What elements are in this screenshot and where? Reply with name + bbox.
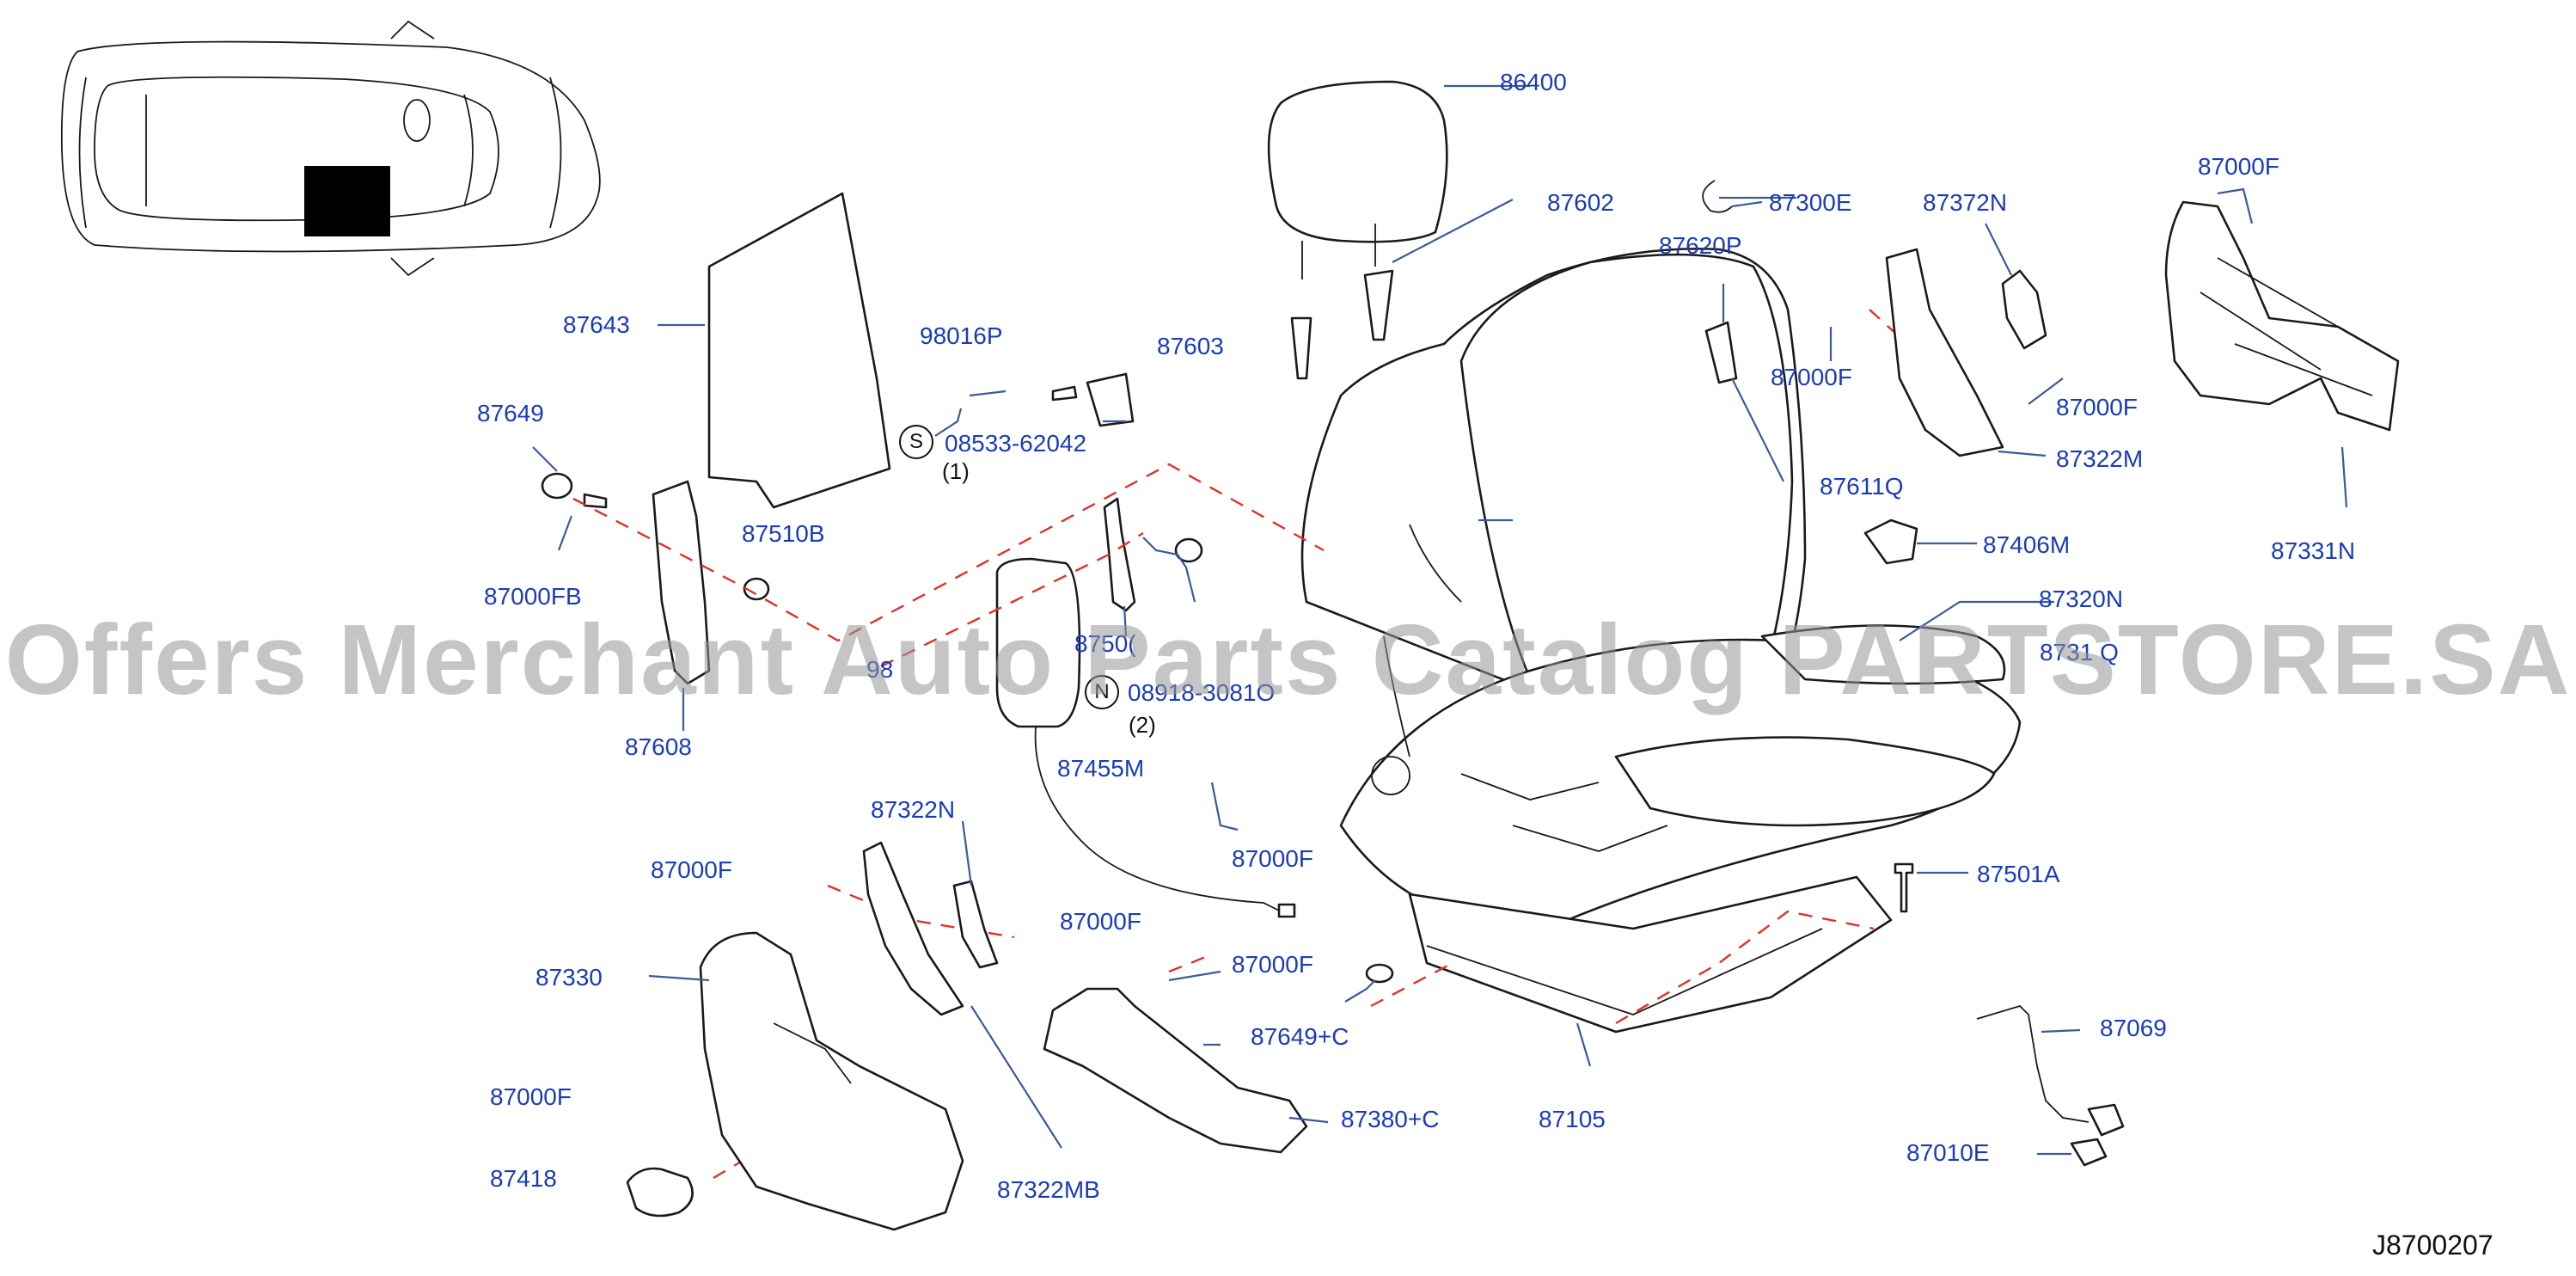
vehicle-top-view xyxy=(60,20,601,277)
label-87300E[interactable]: 87300E xyxy=(1769,189,1852,216)
label-87000F-e[interactable]: 87000F xyxy=(1232,951,1313,978)
lower-left-trims xyxy=(626,820,1062,1231)
label-87608[interactable]: 87608 xyxy=(625,733,692,760)
label-87649[interactable]: 87649 xyxy=(477,400,544,426)
label-87406M[interactable]: 87406M xyxy=(1983,531,2071,558)
label-87010E[interactable]: 87010E xyxy=(1906,1139,1990,1166)
label-87320N[interactable]: 87320N xyxy=(2039,586,2124,612)
small-parts xyxy=(541,199,1514,984)
bracket-87500 xyxy=(1103,497,1136,637)
label-87603[interactable]: 87603 xyxy=(1157,333,1224,359)
leader-lines xyxy=(532,187,2254,1046)
label-87322N-a[interactable]: 87322N xyxy=(871,796,956,823)
label-87330[interactable]: 87330 xyxy=(535,964,603,991)
headrest-86400 xyxy=(1267,80,1530,279)
label-87000FB[interactable]: 87000FB xyxy=(484,583,582,610)
clip-87406M xyxy=(1863,518,1977,565)
label-86400[interactable]: 86400 xyxy=(1500,69,1567,95)
diagram-code: J8700207 xyxy=(2372,1230,2493,1261)
label-87000F-g[interactable]: 87000F xyxy=(2056,394,2138,420)
rail-cover-87380C xyxy=(1043,987,1329,1154)
note-2: (2) xyxy=(1129,712,1156,738)
label-87602[interactable]: 87602 xyxy=(1547,189,1614,216)
bracket-87372N xyxy=(1985,223,2047,350)
label-87322M[interactable]: 87322M xyxy=(2056,445,2144,472)
label-87000F-a[interactable]: 87000F xyxy=(1232,845,1313,872)
cushion-cover xyxy=(1760,600,2054,685)
label-08918[interactable]: 08918-3081O xyxy=(1128,679,1276,706)
clip-87620P xyxy=(1704,284,1784,482)
label-87000F-b[interactable]: 87000F xyxy=(651,856,732,883)
label-87000F-h[interactable]: 87000F xyxy=(2198,153,2279,180)
note-1: (1) xyxy=(942,458,970,484)
dashed-guides xyxy=(572,309,1918,1180)
label-98-partial[interactable]: 98 xyxy=(866,656,894,683)
label-87000F-d[interactable]: 87000F xyxy=(490,1083,572,1110)
bolt-87501A xyxy=(1894,862,1968,913)
label-87000F-c[interactable]: 87000F xyxy=(1060,908,1141,935)
label-87500[interactable]: 8750( xyxy=(1074,630,1136,657)
label-98016P[interactable]: 98016P xyxy=(920,322,1003,349)
n-symbol: N xyxy=(1085,675,1119,709)
trim-87608 xyxy=(652,480,711,731)
s-symbol: S xyxy=(899,425,933,459)
label-87331N[interactable]: 87331N xyxy=(2271,537,2356,564)
panel-87322M xyxy=(1885,248,2047,457)
label-87643[interactable]: 87643 xyxy=(563,311,630,338)
label-87611Q[interactable]: 87611Q xyxy=(1820,473,1904,500)
seat-frame xyxy=(1300,248,2022,1067)
label-87322MB[interactable]: 87322MB xyxy=(997,1176,1100,1203)
label-8731Q[interactable]: 8731 Q xyxy=(2040,639,2119,666)
label-08533-62042[interactable]: 08533-62042 xyxy=(945,430,1087,457)
label-87510B[interactable]: 87510B xyxy=(742,520,825,547)
back-cover-87331N xyxy=(2164,200,2400,508)
seat-location-marker xyxy=(304,166,390,236)
hook-87300E xyxy=(1702,180,1763,213)
label-87620P[interactable]: 87620P xyxy=(1659,232,1742,259)
label-87380C[interactable]: 87380+C xyxy=(1341,1106,1440,1132)
label-87455M[interactable]: 87455M xyxy=(1057,755,1145,782)
label-87418[interactable]: 87418 xyxy=(490,1165,557,1192)
label-87105[interactable]: 87105 xyxy=(1539,1106,1606,1132)
cable-87069 xyxy=(1976,1004,2125,1167)
airbag-module xyxy=(995,557,1296,918)
label-87649C[interactable]: 87649+C xyxy=(1251,1023,1349,1050)
label-87372N[interactable]: 87372N xyxy=(1923,189,2008,216)
side-panel-87643 xyxy=(658,192,891,509)
label-87000F-f[interactable]: 87000F xyxy=(1771,364,1852,390)
label-87069[interactable]: 87069 xyxy=(2100,1015,2167,1041)
label-87501A[interactable]: 87501A xyxy=(1977,861,2060,887)
